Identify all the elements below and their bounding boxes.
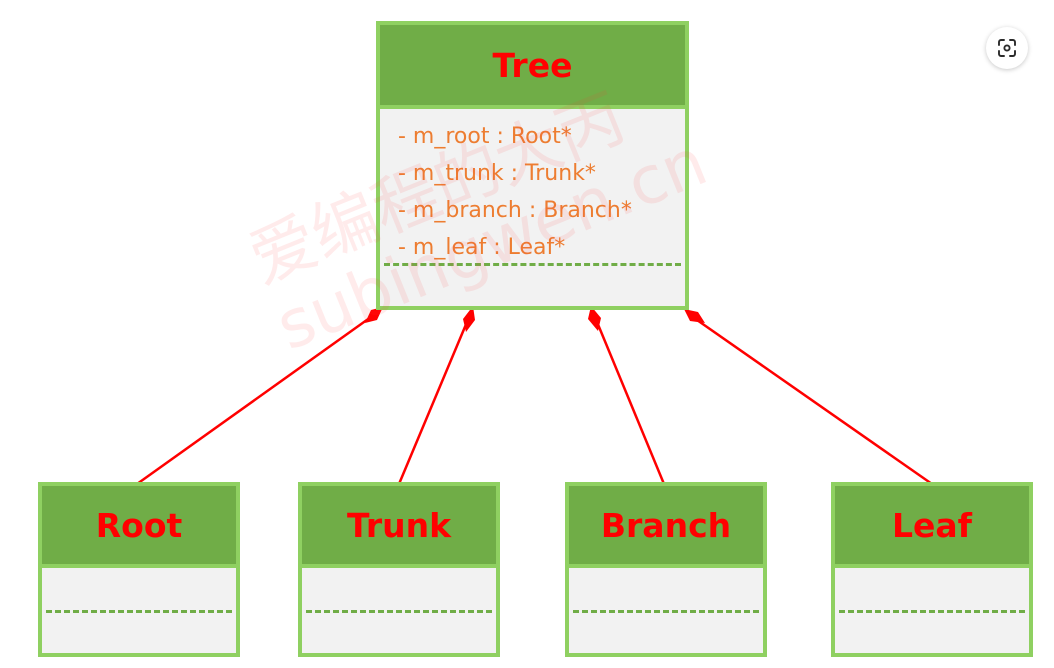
class-trunk-title: Trunk (346, 505, 452, 545)
attribute-m-root: - m_root : Root* (398, 124, 572, 149)
attribute-m-branch: - m_branch : Branch* (398, 198, 632, 223)
composition-diamond-icon (365, 307, 383, 323)
class-trunk-header: Trunk (302, 486, 496, 568)
link-leaf (684, 309, 933, 486)
composition-diamond-icon (684, 309, 705, 323)
attribute-m-leaf: - m_leaf : Leaf* (398, 235, 566, 260)
composition-diamond-icon (463, 306, 475, 332)
class-trunk: Trunk (298, 482, 500, 657)
class-tree-header: Tree (380, 25, 685, 109)
class-leaf-title: Leaf (891, 505, 973, 545)
class-leaf-header: Leaf (835, 486, 1029, 568)
link-root (136, 307, 383, 486)
methods-separator (573, 610, 759, 613)
methods-separator (384, 263, 681, 266)
composition-diamond-icon (588, 306, 601, 331)
class-branch-header: Branch (569, 486, 763, 568)
class-leaf: Leaf (831, 482, 1033, 657)
class-tree-attributes: - m_root : Root* - m_trunk : Trunk* - m_… (398, 118, 632, 266)
class-root-title: Root (95, 505, 183, 545)
link-branch (588, 306, 666, 485)
class-tree: Tree - m_root : Root* - m_trunk : Trunk*… (376, 21, 689, 310)
class-root: Root (38, 482, 240, 657)
class-tree-title: Tree (492, 45, 573, 85)
class-branch-title: Branch (600, 505, 732, 545)
attribute-m-trunk: - m_trunk : Trunk* (398, 161, 596, 186)
scan-button[interactable] (986, 27, 1028, 69)
methods-separator (306, 610, 492, 613)
methods-separator (839, 610, 1025, 613)
link-trunk (397, 306, 475, 485)
class-root-header: Root (42, 486, 236, 568)
methods-separator (46, 610, 232, 613)
scan-icon (998, 39, 1016, 57)
class-branch: Branch (565, 482, 767, 657)
